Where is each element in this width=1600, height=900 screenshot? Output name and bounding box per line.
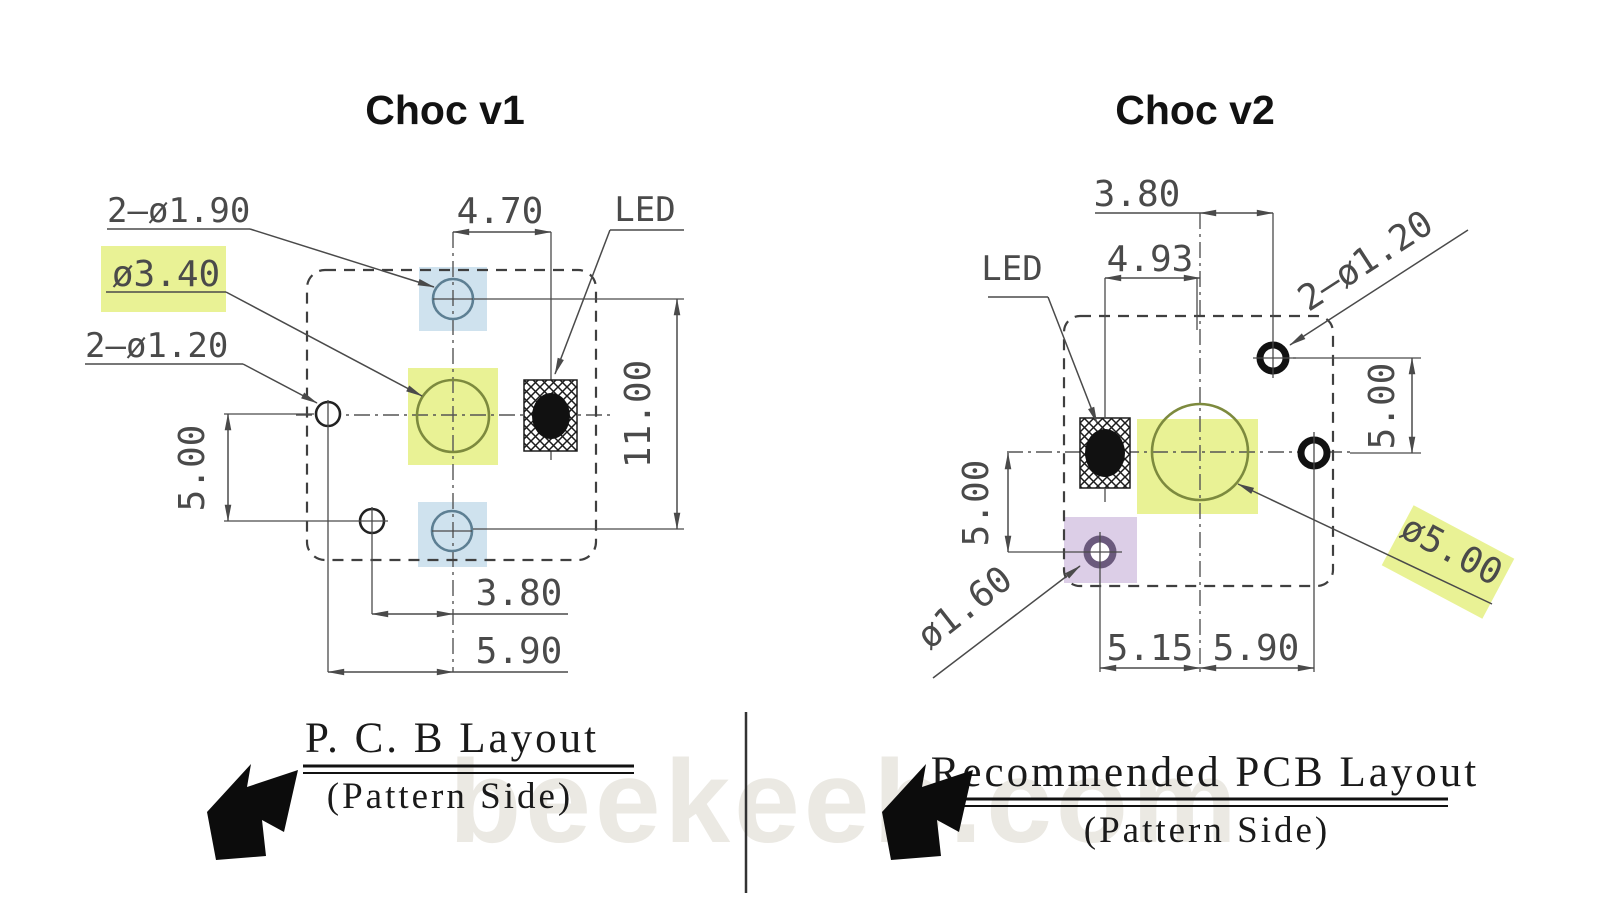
v2-stem-highlight [1137,419,1258,514]
v1-dim-500: 5.00 [172,425,213,512]
v1-stem-leader [225,291,423,397]
v2-caption-title: Recommended PCB Layout [931,749,1480,796]
v1-dim-470: 4.70 [457,191,544,232]
v1-led-label: LED [614,190,675,230]
v1-led-leader [554,229,611,375]
v1-caption-subtitle: (Pattern Side) [327,776,573,817]
v1-led-hole [532,393,570,439]
v1-switch-outline [305,268,598,562]
choc-v2-drawing: Choc v2 3.80 4.93 LED [882,87,1515,860]
v1-stem-label: ø3.40 [112,254,220,295]
v2-dim-380: 3.80 [1094,174,1181,215]
v1-center-stem-hole [415,378,491,454]
v2-center-stem-hole [1150,402,1250,502]
v1-dim-380: 3.80 [476,573,563,614]
v1-dim-1100: 11.00 [618,360,659,468]
v2-stem-dia-highlight [1381,505,1515,619]
v2-dim-500l: 5.00 [956,460,997,547]
v2-dim-515: 5.15 [1107,628,1194,669]
v2-brush-arrow-icon [882,764,973,860]
choc-v2-title: Choc v2 [1115,87,1275,133]
v1-caption-title: P. C. B Layout [305,715,599,762]
v2-pins-leader [1289,229,1469,346]
v1-brush-arrow-icon [207,764,298,860]
v2-caption-subtitle: (Pattern Side) [1084,810,1330,851]
v1-pins-label: 2–ø1.90 [107,191,250,231]
v2-led-leader [1047,296,1098,424]
v2-stem-dia-leader [1237,483,1493,605]
choc-v1-drawing: Choc v1 4.70 LED 2–ø [85,87,684,860]
v2-switch-outline [1062,314,1335,588]
v2-led-hole [1085,429,1125,477]
v2-led-label: LED [981,249,1042,289]
v2-dim-500r: 5.00 [1362,363,1403,450]
v2-dim-493: 4.93 [1107,239,1194,280]
watermark-text: beekeeb.com [449,736,1241,868]
v2-dim-590: 5.90 [1213,628,1300,669]
v1-pins-leader [249,228,435,288]
v1-mount-label: 2–ø1.20 [85,326,228,366]
v1-mount-leader [242,363,318,404]
v1-dim-590: 5.90 [476,631,563,672]
v1-stem-label-highlight [101,246,226,312]
v2-mount-dia-leader [932,565,1081,679]
choc-v1-title: Choc v1 [365,87,525,133]
